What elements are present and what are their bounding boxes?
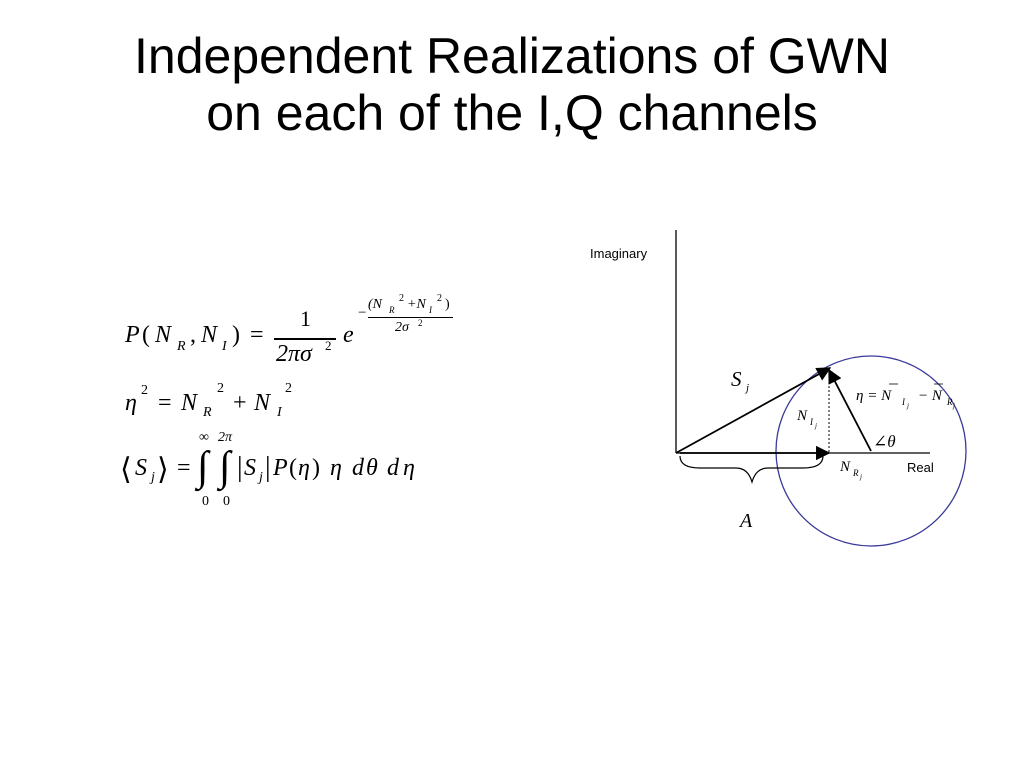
eq1-exp-square-a: 2 [399,293,404,304]
eq1-exp-square-b: 2 [437,293,442,304]
eq1-close-paren: ) [232,322,240,348]
eq2-plus: + [233,390,247,416]
eq3-integral-1: ∫ [197,444,209,490]
eq3-S: S [135,455,147,481]
eq3-paren-close: ) [312,455,320,481]
title-line-1: Independent Realizations of GWN [134,28,890,84]
eta-equation-sub-1: I [901,397,906,407]
imag-noise-sub: I [809,417,814,427]
eq1-numerator: 1 [300,306,311,331]
eq3-paren-open: ( [289,455,297,481]
eq3-eta: η [298,455,310,481]
eq1-N-R: N [155,322,172,348]
eq1-exp-den-exponent: 2 [418,318,423,328]
eq3-d-1: d [352,455,364,481]
eq3-left-angle: ⟨ [120,453,132,486]
noise-vector [828,368,872,452]
signal-label-sub: j [744,382,749,394]
amplitude-brace [679,455,824,485]
eq1-comma: , [190,322,196,348]
amplitude-label: A [738,510,753,532]
eq3-right-angle: ⟩ [157,453,169,486]
eq1-denominator: 2πσ [276,341,312,367]
eq1-sub-I: I [222,339,227,354]
title-line-2: on each of the I,Q channels [206,85,818,141]
eq2-eta-exponent: 2 [141,383,148,398]
noise-circle [775,355,967,547]
imaginary-axis-label: Imaginary [590,246,648,261]
eq2-equals: = [158,390,172,416]
eq1-exp-plus: +N [407,297,426,312]
eq1-exp-close: ) [445,297,450,312]
angle-label: ∠θ [873,432,896,451]
eq3-sub-j: j [151,470,155,485]
eq2-sub-R: R [203,405,212,420]
signal-vector [675,367,832,454]
real-axis-label: Real [907,460,934,475]
eq1-N-I: N [201,322,218,348]
eq3-integral-2: ∫ [219,444,231,490]
eq3-abs-open: | [237,452,243,483]
eq3-theta: θ [366,455,378,481]
eq3-int2-lower: 0 [223,494,230,509]
eta-equation-minus: − N [918,388,943,404]
eq1-P: P [125,322,140,348]
eq1-exp-sub-I: I [429,305,432,315]
eq1-denominator-exponent: 2 [325,338,332,353]
eq2-sub-I: I [277,405,282,420]
imag-noise-label: N [796,408,808,424]
eq1-exp-sign: − [358,305,367,321]
eq1-equals: = [250,322,264,348]
eq3-S-abs: S [244,455,256,481]
eq2-eta: η [125,390,137,416]
signal-label: S [731,367,742,391]
eq3-eta-2: η [330,455,342,481]
eta-equation-subsub-2: j [952,402,955,410]
real-noise-sub: R [852,468,859,478]
eq3-eta-3: η [403,455,415,481]
slide-title: Independent Realizations of GWN on each … [0,28,1024,142]
eq2-exp-1: 2 [217,381,224,396]
eq1-sub-R: R [177,339,186,354]
eq3-equals: = [177,455,191,481]
eq3-sub-j-abs: j [259,470,263,485]
eta-equation-start: η = N [856,388,892,404]
eta-equation-sub-2: R [946,397,953,407]
eq1-open-paren: ( [142,322,150,348]
real-noise-label: N [839,459,851,475]
eq2-N-R: N [181,390,198,416]
eta-equation-subsub-1: j [906,402,909,410]
eq3-int1-upper: ∞ [199,430,209,445]
eq1-fraction-bar [274,338,336,340]
eq1-exp-denominator: 2σ [395,320,409,335]
eq1-e: e [343,322,354,348]
eq2-exp-2: 2 [285,381,292,396]
eq3-int2-upper: 2π [218,430,233,445]
eq1-exp-fraction-bar [368,317,453,318]
eq3-int1-lower: 0 [202,494,209,509]
eq3-P: P [273,455,288,481]
eq1-exp-numerator: (N [368,297,382,312]
eq3-abs-close: | [265,452,271,483]
eq2-N-I: N [254,390,271,416]
eq3-d-2: d [387,455,399,481]
imag-noise-subsub: j [814,422,817,430]
real-noise-subsub: j [859,473,862,481]
eq1-exp-sub-R: R [389,305,395,315]
